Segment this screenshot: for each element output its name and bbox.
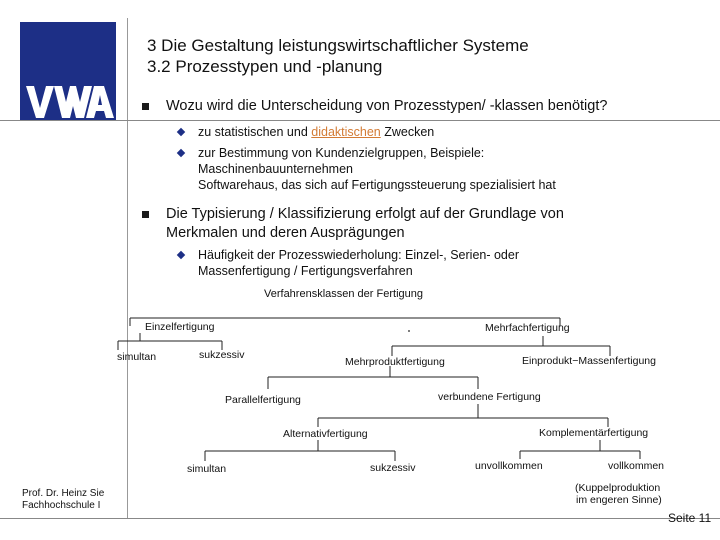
footer-author: Prof. Dr. Heinz Sie <box>22 488 105 499</box>
node-sukzessiv-2: sukzessiv <box>370 462 416 474</box>
node-vollkommen: vollkommen <box>608 460 664 472</box>
node-komplementaerfertigung: Komplementärfertigung <box>539 427 648 439</box>
node-simultan-2: simultan <box>187 463 226 475</box>
node-parallelfertigung: Parallelfertigung <box>225 394 301 406</box>
bullet-square-icon <box>142 211 149 218</box>
title-line-2: 3.2 Prozesstypen und -planung <box>147 57 383 76</box>
sub-1-post: Zwecken <box>380 125 435 139</box>
page-number: Seite 11 <box>668 511 712 525</box>
bullet-2-sub-1-line-1: Häufigkeit der Prozesswiederholung: Einz… <box>198 248 519 262</box>
footer-institution: Fachhochschule I <box>22 500 101 511</box>
node-unvollkommen: unvollkommen <box>475 460 543 472</box>
bullet-1-sub-1: zu statistischen und didaktischen Zwecke… <box>198 124 434 140</box>
bullet-1-sub-2-line-3: Softwarehaus, das sich auf Fertigungsste… <box>198 178 556 192</box>
header-divider <box>0 120 720 121</box>
node-mehrfachfertigung: Mehrfachfertigung <box>485 322 570 334</box>
node-sukzessiv-1: sukzessiv <box>199 349 245 361</box>
node-verbundene-fertigung: verbundene Fertigung <box>438 391 541 403</box>
didaktischen-link[interactable]: didaktischen <box>311 125 381 139</box>
bullet-1-text: Wozu wird die Unterscheidung von Prozess… <box>166 98 608 114</box>
node-einprodukt-massenfertigung: Einprodukt−Massenfertigung <box>522 355 656 367</box>
page-title: 3 Die Gestaltung leistungswirtschaftlich… <box>147 35 529 77</box>
bullet-2-line-2: Merkmalen und deren Ausprägungen <box>166 225 405 241</box>
bullet-square-icon <box>142 103 149 110</box>
node-einzelfertigung: Einzelfertigung <box>145 321 215 333</box>
node-kuppelproduktion-line-1: (Kuppelproduktion <box>575 482 660 494</box>
bullet-1-sub-2-line-1: zur Bestimmung von Kundenzielgruppen, Be… <box>198 146 485 160</box>
bullet-1-sub-2-line-2: Maschinenbauunternehmen <box>198 162 353 176</box>
node-simultan-1: simultan <box>117 351 156 363</box>
vwa-logo <box>20 22 116 120</box>
node-alternativfertigung: Alternativfertigung <box>283 428 368 440</box>
node-mehrproduktfertigung: Mehrproduktfertigung <box>345 356 445 368</box>
bullet-2-sub-1-line-2: Massenfertigung / Fertigungsverfahren <box>198 264 413 278</box>
title-line-1: 3 Die Gestaltung leistungswirtschaftlich… <box>147 36 529 55</box>
footer-divider <box>0 518 720 519</box>
vertical-divider <box>127 18 128 518</box>
bullet-2-line-1: Die Typisierung / Klassifizierung erfolg… <box>166 206 564 222</box>
sub-1-pre: zu statistischen und <box>198 125 312 139</box>
node-kuppelproduktion-line-2: im engeren Sinne) <box>576 494 662 506</box>
diagram-caption: Verfahrensklassen der Fertigung <box>264 288 423 300</box>
